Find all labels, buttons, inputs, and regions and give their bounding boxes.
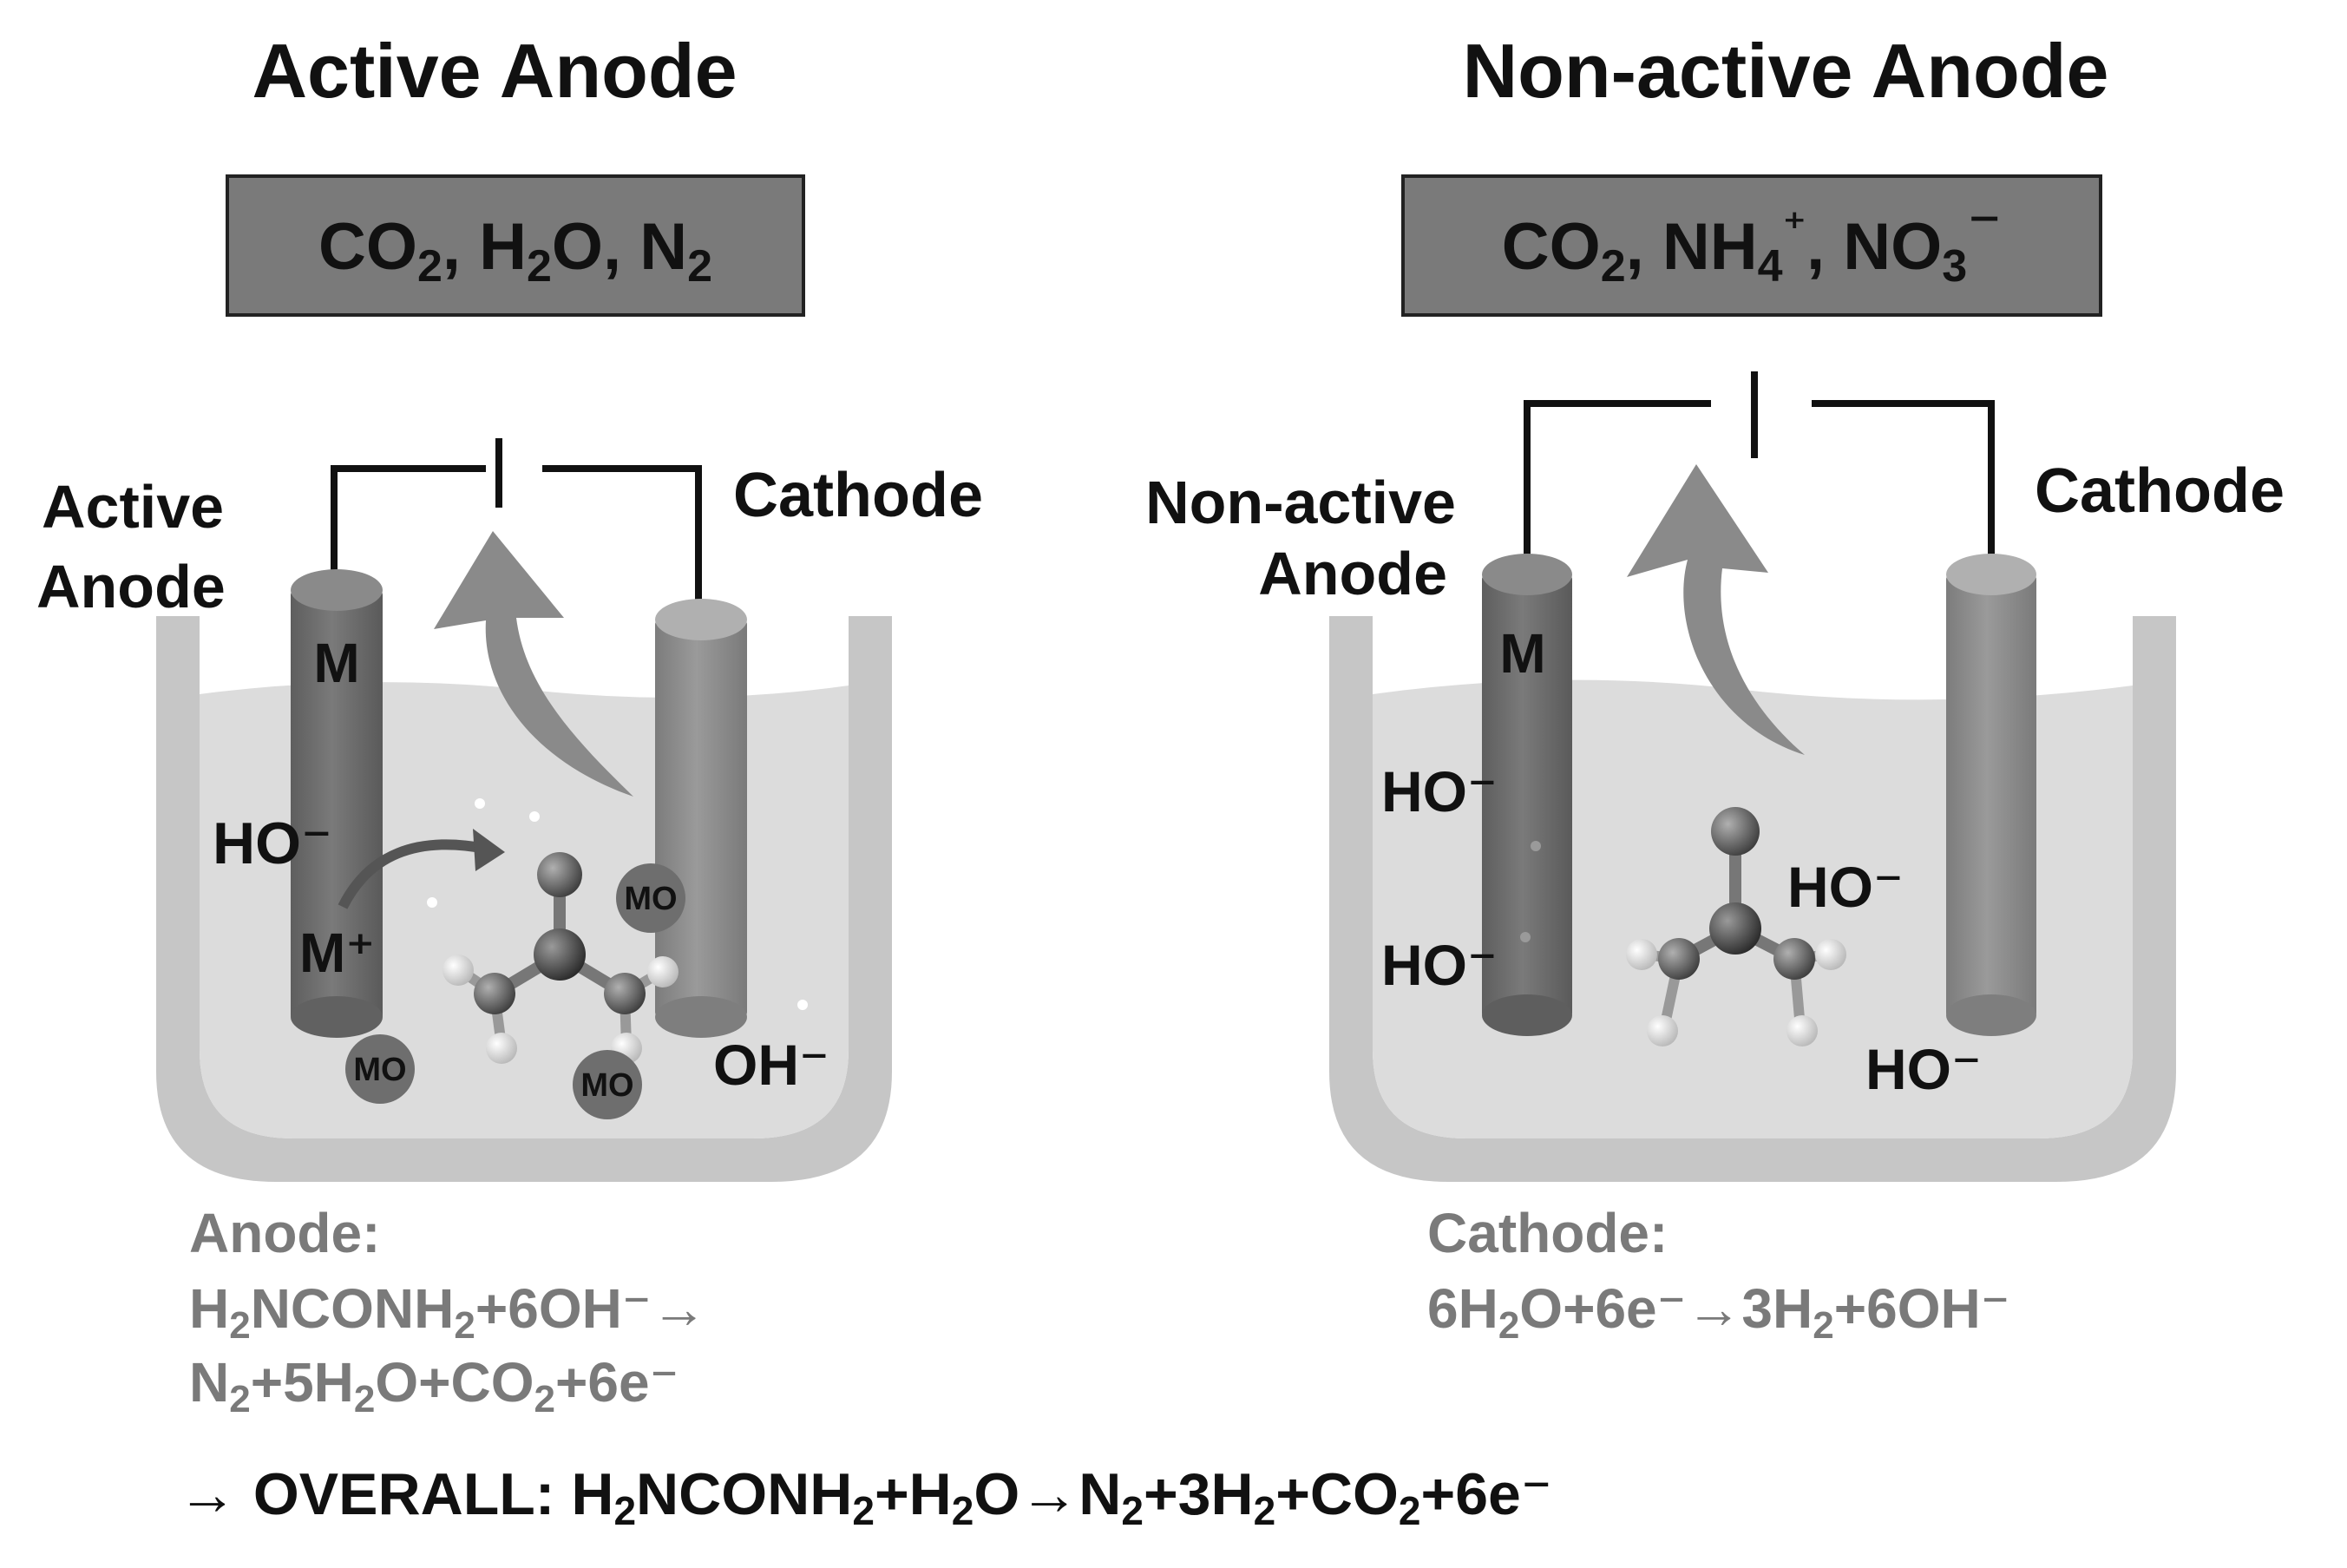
left-panel: Active Anode CO2, H2O, N2 xyxy=(36,28,983,1420)
right-hydrogen-atom xyxy=(1786,1015,1818,1046)
left-ion-oh: OH⁻ xyxy=(713,1033,829,1097)
left-electrode-m-label: M xyxy=(313,632,359,694)
left-upward-arrow xyxy=(434,531,633,797)
right-ion-ho-1: HO⁻ xyxy=(1381,759,1498,823)
left-transfer-arrow xyxy=(338,829,505,909)
left-hydrogen-atom xyxy=(647,956,679,987)
left-mo-particle: MO xyxy=(616,863,685,933)
right-upward-arrow xyxy=(1627,464,1805,755)
left-hydrogen-atom xyxy=(443,955,474,986)
left-anode-label-line1: Active xyxy=(42,473,224,541)
right-nitrogen-atom xyxy=(1658,938,1700,980)
left-cathode-label: Cathode xyxy=(733,461,983,530)
right-circuit-wire xyxy=(1524,371,1995,577)
overall-reaction: → OVERALL: H2NCONH2+H2O→N2+3H2+CO2+6e⁻ xyxy=(178,1461,1552,1533)
left-products-text: CO2, H2O, N2 xyxy=(318,210,712,292)
right-cathode-label: Cathode xyxy=(2035,456,2285,526)
right-ion-ho-4: HO⁻ xyxy=(1865,1037,1982,1101)
left-mo-particle: MO xyxy=(345,1034,415,1104)
right-electrode-m-label: M xyxy=(1499,622,1545,685)
left-title: Active Anode xyxy=(252,28,737,114)
left-urea-molecule xyxy=(443,852,679,1064)
left-ion-m-plus: M⁺ xyxy=(299,922,375,984)
right-urea-molecule xyxy=(1626,807,1846,1046)
left-hydrogen-atom xyxy=(486,1033,517,1064)
right-hydrogen-atom xyxy=(1647,1015,1678,1046)
left-circuit-wire xyxy=(331,438,702,603)
left-anode-rod xyxy=(291,569,383,1038)
left-carbon-atom xyxy=(534,928,586,981)
left-products-box: CO2, H2O, N2 xyxy=(226,174,805,317)
left-anode-label-line2: Anode xyxy=(36,553,226,620)
right-anode-label-line2: Anode xyxy=(1258,540,1447,607)
right-reaction-line1: 6H2O+6e⁻→3H2+6OH⁻ xyxy=(1427,1277,2009,1347)
svg-text:MO: MO xyxy=(353,1052,406,1088)
right-panel: Non-active Anode CO2, NH4⁺, NO3⁻ xyxy=(1145,28,2285,1347)
right-nitrogen-atom xyxy=(1773,938,1815,980)
left-bubbles xyxy=(427,798,808,1010)
left-ion-ho: HO⁻ xyxy=(213,810,332,876)
left-reaction-line1: H2NCONH2+6OH⁻→ xyxy=(189,1277,707,1347)
left-nitrogen-atom xyxy=(604,973,646,1014)
right-products-box: CO2, NH4⁺, NO3⁻ xyxy=(1401,174,2102,317)
left-mo-particle: MO xyxy=(573,1050,642,1119)
left-reaction-line2: N2+5H2O+CO2+6e⁻ xyxy=(189,1351,679,1420)
right-products-text: CO2, NH4⁺, NO3⁻ xyxy=(1502,193,2003,292)
right-ion-ho-2: HO⁻ xyxy=(1381,933,1498,997)
right-ion-ho-3: HO⁻ xyxy=(1787,855,1904,919)
left-oxygen-atom xyxy=(537,852,582,897)
right-hydrogen-atom xyxy=(1815,939,1846,970)
right-anode-label-line1: Non-active xyxy=(1145,469,1456,536)
right-title: Non-active Anode xyxy=(1463,28,2109,114)
right-cathode-rod xyxy=(1946,554,2036,1036)
right-oxygen-atom xyxy=(1711,807,1760,856)
left-reaction-heading: Anode: xyxy=(189,1202,380,1264)
svg-text:MO: MO xyxy=(580,1067,633,1104)
left-nitrogen-atom xyxy=(474,973,515,1014)
svg-text:MO: MO xyxy=(624,881,677,917)
right-bubbles xyxy=(1520,841,1541,942)
right-anode-rod xyxy=(1482,554,1572,1036)
right-carbon-atom xyxy=(1709,902,1761,955)
right-hydrogen-atom xyxy=(1626,939,1657,970)
right-reaction-heading: Cathode: xyxy=(1427,1202,1668,1264)
